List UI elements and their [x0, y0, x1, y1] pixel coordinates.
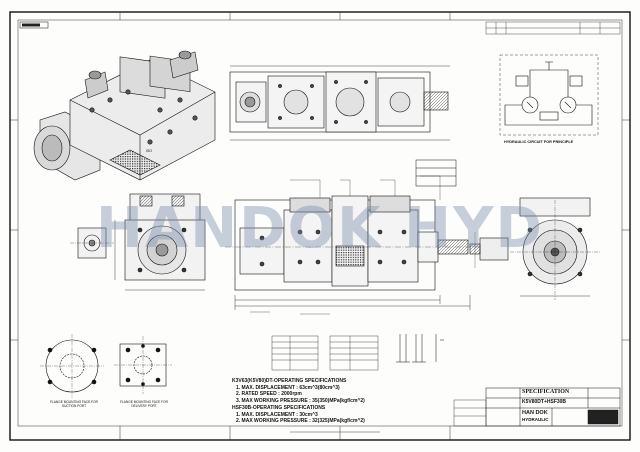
- pump-left-end-view: [114, 193, 206, 291]
- drawing-title: SPECIFICATION: [522, 389, 570, 395]
- pump-shaft-end-view: [510, 197, 600, 300]
- port-detail-left: [70, 227, 114, 259]
- spec-group-2: HSF30B-OPERATING SPECIFICATIONS 1. MAX. …: [232, 405, 365, 425]
- hydraulic-circuit: [499, 54, 599, 136]
- company-subtitle: HYDRAULIC: [522, 417, 549, 422]
- spec-item: 3. MAX WORKING PRESSURE : 35(350)MPa(kgf…: [236, 397, 365, 404]
- company-name: HAN DOK: [522, 410, 548, 416]
- spec-item: 2. MAX WORKING PRESSURE : 32(325)MPa(kgf…: [236, 418, 365, 424]
- nameplate-callout: [415, 159, 457, 187]
- port-tables: [271, 335, 379, 371]
- flange-delivery-face: [114, 336, 172, 394]
- flange-suction-face: [40, 334, 104, 398]
- spec-group-1: K3V63(K5V80)DT-OPERATING SPECIFICATIONS …: [232, 378, 365, 404]
- spec-item: 1. MAX. DISPLACEMENT : 30cm^3: [236, 411, 318, 418]
- flange-suction-caption: FLANGE MOUNTING FACE FOR SUCTION PORT: [50, 400, 98, 408]
- svg-text:ISO: ISO: [146, 149, 152, 153]
- pump-isometric-view: [33, 50, 216, 181]
- spec-group-1-title: K3V63(K5V80)DT-OPERATING SPECIFICATIONS: [232, 378, 347, 384]
- drawing-border: [9, 11, 631, 441]
- spec-item: 1. MAX. DISPLACEMENT : 63cm^3(80cm^3): [236, 384, 340, 391]
- spec-group-2-title: HSF30B-OPERATING SPECIFICATIONS: [232, 405, 326, 411]
- model-number: K5V80DT+HSF30B: [522, 399, 567, 405]
- title-block: [485, 387, 621, 427]
- flange-delivery-caption: FLANGE MOUNTING FACE FOR DELIVERY PORT: [120, 400, 168, 408]
- circuit-caption: HYDRAULIC CIRCUIT FOR PRINCIPLE: [504, 140, 574, 144]
- revision-table: [485, 21, 621, 35]
- pump-top-view: [229, 65, 450, 141]
- port-symbols: [396, 334, 444, 363]
- top-left-label: [19, 21, 49, 29]
- pump-front-elevation: [225, 195, 480, 310]
- spec-item: 2. RATED SPEED : 2000rpm: [236, 391, 302, 397]
- shaft-side-view: [469, 232, 509, 268]
- watermark: HANDOK HYD: [96, 196, 544, 261]
